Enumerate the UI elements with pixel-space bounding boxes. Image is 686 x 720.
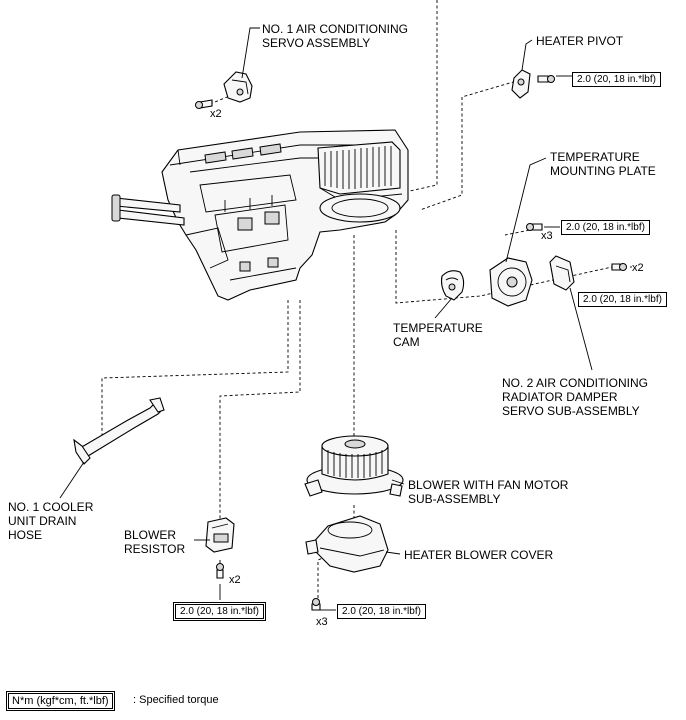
label-servo-1-line1: NO. 1 AIR CONDITIONING: [262, 22, 409, 36]
blower-resistor-part: [205, 517, 235, 579]
label-temp-plate-line1: TEMPERATURE: [550, 150, 640, 164]
label-servo-2-line1: NO. 2 AIR CONDITIONING: [502, 376, 649, 390]
label-temp-cam-line1: TEMPERATURE: [393, 321, 483, 335]
label-temp-plate-line2: MOUNTING PLATE: [550, 164, 656, 178]
label-drain-hose-line3: HOSE: [8, 528, 43, 542]
qty-resistor: x2: [229, 574, 241, 586]
label-blower-motor-line1: BLOWER WITH FAN MOTOR: [408, 478, 569, 492]
leader-lines: [59, 27, 632, 611]
qty-servo-1: x2: [210, 108, 222, 120]
qty-cover: x3: [316, 616, 328, 628]
torque-cover: 2.0 (20, 18 in.*lbf): [337, 604, 426, 619]
label-temperature-cam: TEMPERATURE CAM: [393, 321, 483, 349]
label-heater-pivot: HEATER PIVOT: [536, 34, 624, 48]
torque-resistor: 2.0 (20, 18 in.*lbf): [173, 602, 266, 621]
label-blower-resistor-line1: BLOWER: [124, 528, 177, 542]
torque-temperature-plate: 2.0 (20, 18 in.*lbf): [561, 220, 650, 235]
temperature-cam-part: [440, 270, 465, 301]
drain-hose-part: [73, 397, 165, 465]
qty-servo-2: x2: [632, 262, 644, 274]
qty-temperature-plate: x3: [541, 230, 553, 242]
label-drain-hose-line1: NO. 1 COOLER: [8, 500, 94, 514]
heater-pivot-part: [511, 69, 555, 99]
torque-heater-pivot: 2.0 (20, 18 in.*lbf): [572, 72, 661, 87]
temperature-mounting-plate-part: [489, 223, 543, 307]
torque-servo-2: 2.0 (20, 18 in.*lbf): [578, 292, 667, 307]
label-heater-blower-cover: HEATER BLOWER COVER: [404, 548, 554, 562]
blower-motor-part: [304, 435, 404, 497]
legend-description: : Specified torque: [133, 694, 219, 706]
label-blower-resistor-line2: RESISTOR: [124, 542, 186, 556]
label-temperature-mounting-plate: TEMPERATURE MOUNTING PLATE: [550, 150, 656, 178]
assembly-guide-lines: [101, 0, 613, 598]
label-drain-hose: NO. 1 COOLER UNIT DRAIN HOSE: [8, 500, 93, 542]
label-servo-1: NO. 1 AIR CONDITIONING SERVO ASSEMBLY: [262, 22, 408, 50]
heater-blower-cover-part: [305, 515, 389, 611]
label-servo-2-line2: RADIATOR DAMPER: [502, 390, 618, 404]
label-blower-motor-line2: SUB-ASSEMBLY: [408, 492, 501, 506]
label-servo-2-line3: SERVO SUB-ASSEMBLY: [502, 404, 640, 418]
label-temp-cam-line2: CAM: [393, 335, 420, 349]
servo-2-part: [549, 255, 627, 291]
label-servo-2: NO. 2 AIR CONDITIONING RADIATOR DAMPER S…: [502, 376, 648, 418]
servo-1-part: [195, 71, 253, 109]
label-servo-1-line2: SERVO ASSEMBLY: [262, 36, 371, 50]
label-drain-hose-line2: UNIT DRAIN: [8, 514, 77, 528]
label-blower-resistor: BLOWER RESISTOR: [124, 528, 185, 556]
heater-unit-assembly: [111, 129, 409, 301]
legend-torque-unit: N*m (kgf*cm, ft.*lbf): [6, 691, 115, 711]
label-blower-motor: BLOWER WITH FAN MOTOR SUB-ASSEMBLY: [408, 478, 568, 506]
